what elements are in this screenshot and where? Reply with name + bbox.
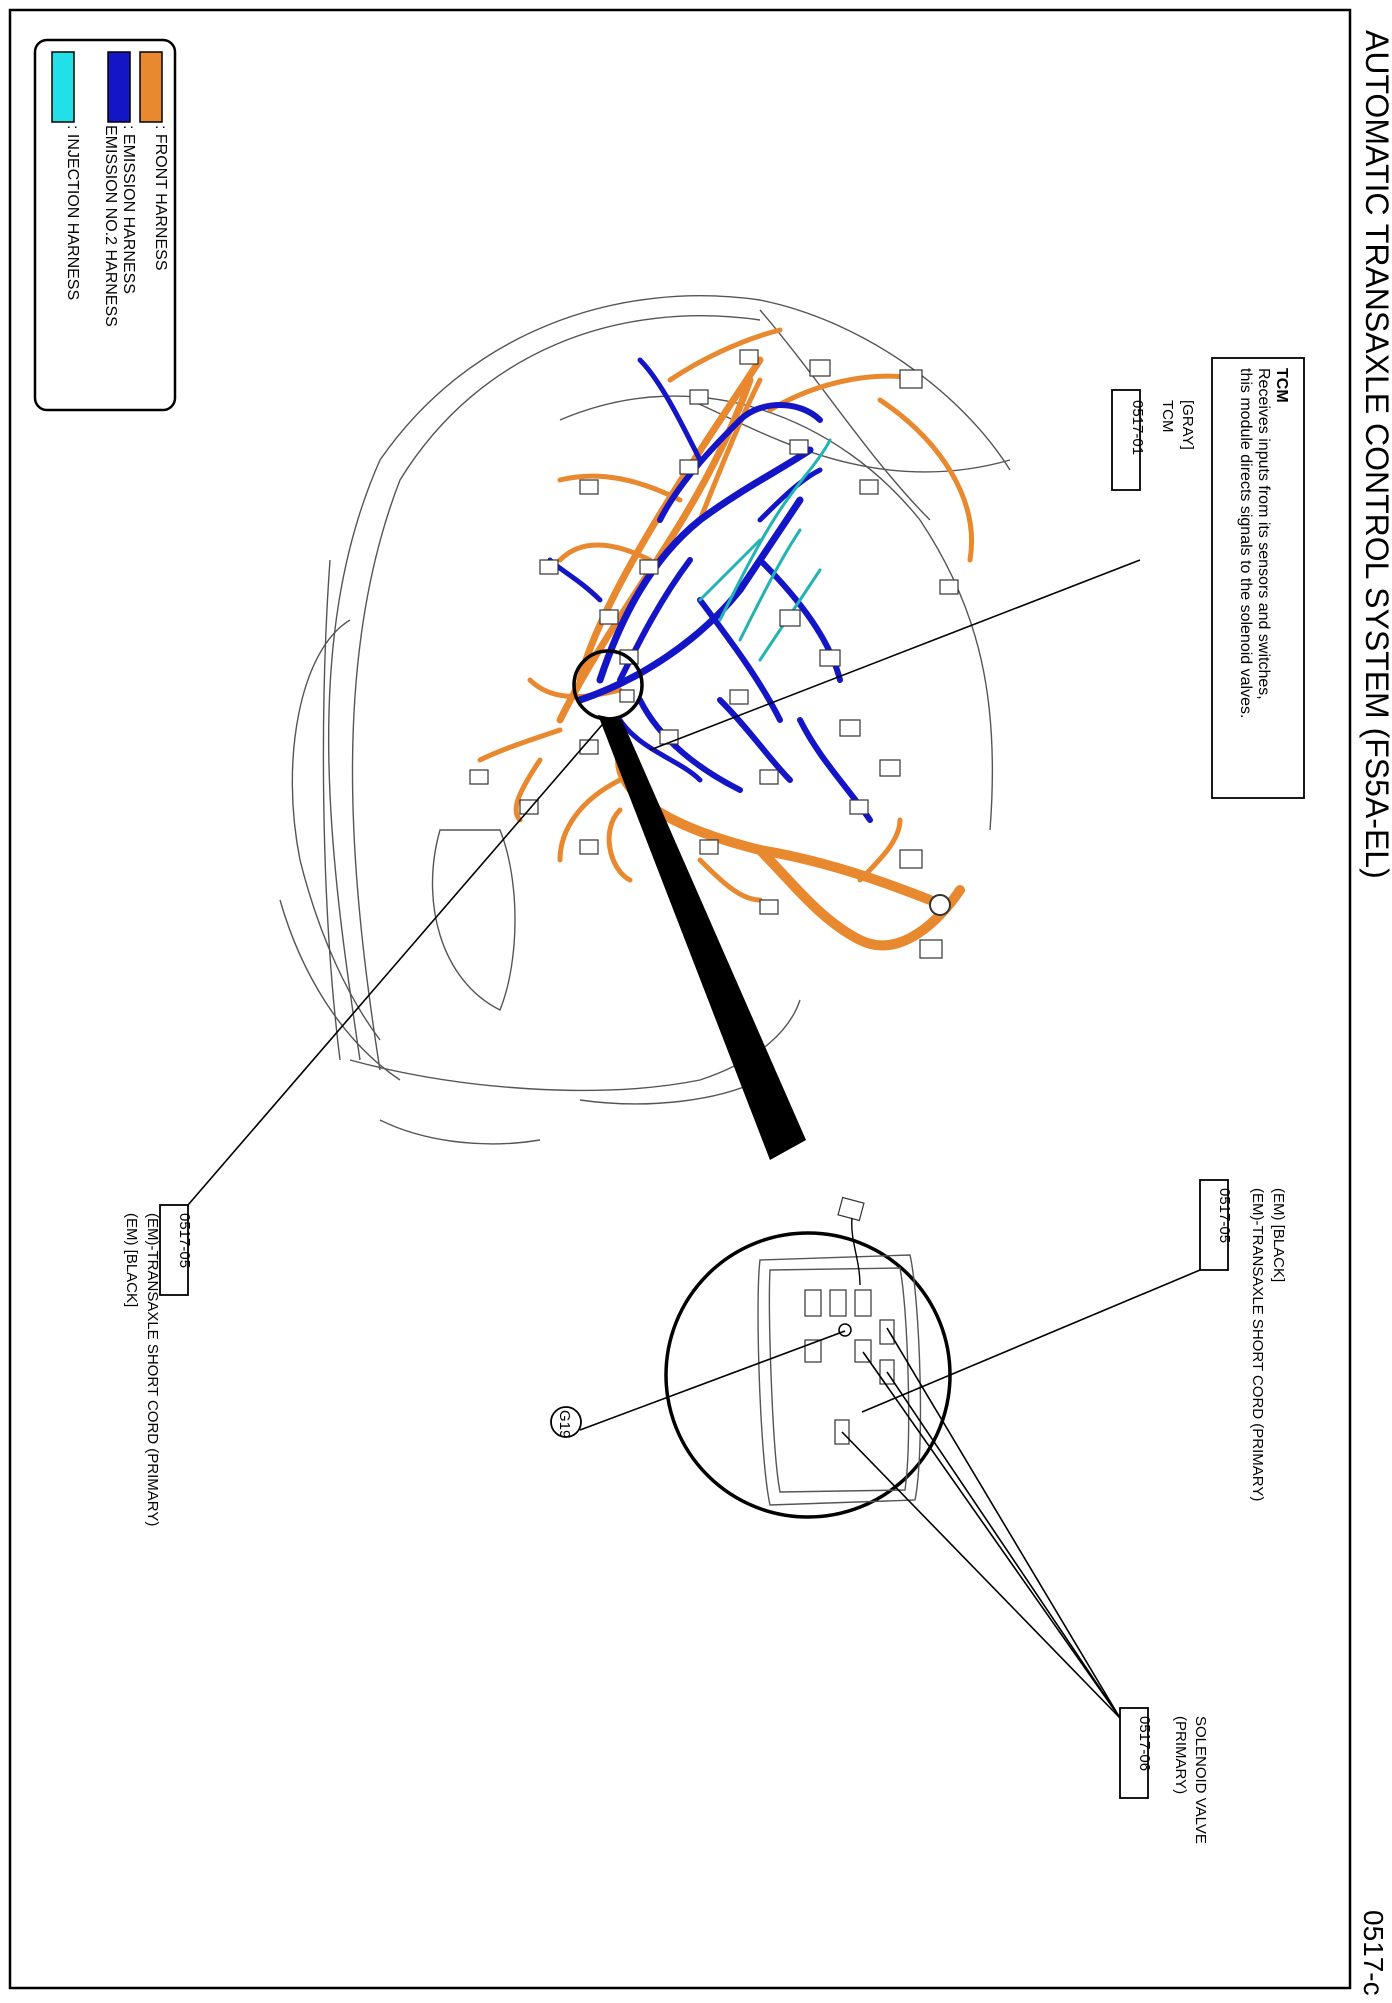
- ground-callout: G19: [550, 1330, 846, 1438]
- solenoid-leader-2: [886, 1371, 1121, 1719]
- tcm-info-heading: TCM: [1273, 368, 1290, 403]
- short-cord-right-color: (EM) [BLACK]: [1270, 1188, 1287, 1282]
- tcm-info-frame: [1211, 357, 1305, 799]
- tcm-info-line1: Receives inputs from its sensors and swi…: [1255, 368, 1272, 700]
- legend-emission2-label: EMISSION NO.2 HARNESS: [102, 125, 119, 327]
- legend-front-label: : FRONT HARNESS: [152, 125, 169, 271]
- solenoid-code-box: [1119, 1707, 1149, 1799]
- short-cord-callout-right: 0517-05 (EM)-TRANSAXLE SHORT CORD (PRIMA…: [861, 1179, 1287, 1501]
- short-cord-right-code: 0517-05: [1216, 1188, 1233, 1243]
- tcm-connector-name: TCM: [1159, 400, 1176, 433]
- vehicle-outline: [279, 295, 1011, 1145]
- legend-box: [33, 38, 177, 412]
- page-code: 0517-c: [1358, 1910, 1389, 1996]
- tcm-connector-color: [GRAY]: [1179, 400, 1196, 450]
- legend-swatch-front: [139, 51, 163, 123]
- short-cord-right-code-box: [1199, 1179, 1229, 1271]
- tcm-callout: [GRAY] TCM 0517-01: [649, 389, 1196, 751]
- solenoid-primary: (PRIMARY): [1172, 1716, 1189, 1794]
- short-cord-left-leader: [187, 717, 609, 1206]
- page-frame: [8, 8, 1352, 1990]
- legend-injection-label: : INJECTION HARNESS: [64, 125, 81, 300]
- legend-emission-label: : EMISSION HARNESS: [120, 125, 137, 294]
- legend-swatch-injection: [51, 51, 75, 123]
- ground-g19-badge: [550, 1406, 582, 1438]
- legend-swatch-emission: [107, 51, 131, 123]
- solenoid-leader-4: [841, 1431, 1121, 1719]
- solenoid-leader-1: [886, 1327, 1121, 1719]
- tcm-info-box: TCM Receives inputs from its sensors and…: [1211, 357, 1305, 799]
- solenoid-name: SOLENOID VALVE: [1192, 1716, 1209, 1844]
- short-cord-right-name: (EM)-TRANSAXLE SHORT CORD (PRIMARY): [1249, 1188, 1266, 1501]
- solenoid-callout: 0517-06 SOLENOID VALVE (PRIMARY): [841, 1327, 1209, 1844]
- short-cord-left-code-box: [159, 1204, 189, 1296]
- tcm-leader-line: [649, 559, 1141, 751]
- harness-connectors: [469, 349, 959, 959]
- short-cord-left-code: 0517-05: [176, 1213, 193, 1268]
- tcm-connector-code: 0517-01: [1129, 400, 1146, 455]
- solenoid-code: 0517-06: [1136, 1716, 1153, 1771]
- short-cord-right-leader: [861, 1269, 1201, 1413]
- zoom-cone: [598, 715, 806, 1160]
- solenoid-leader-3: [862, 1351, 1121, 1719]
- harness-legend: : FRONT HARNESS : EMISSION HARNESS EMISS…: [33, 38, 177, 412]
- page-title: AUTOMATIC TRANSAXLE CONTROL SYSTEM (FS5A…: [1359, 30, 1392, 879]
- tcm-info-line2: this module directs signals to the solen…: [1237, 368, 1254, 718]
- short-cord-left-name: (EM)-TRANSAXLE SHORT CORD (PRIMARY): [144, 1213, 161, 1526]
- ground-terminal: [929, 894, 951, 916]
- short-cord-left-color: (EM) [BLACK]: [123, 1213, 140, 1307]
- ground-g19-code: G19: [556, 1410, 573, 1438]
- tcm-code-box: [1111, 389, 1141, 491]
- short-cord-callout-left: 0517-05 (EM)-TRANSAXLE SHORT CORD (PRIMA…: [123, 717, 609, 1526]
- ground-leader: [579, 1330, 846, 1431]
